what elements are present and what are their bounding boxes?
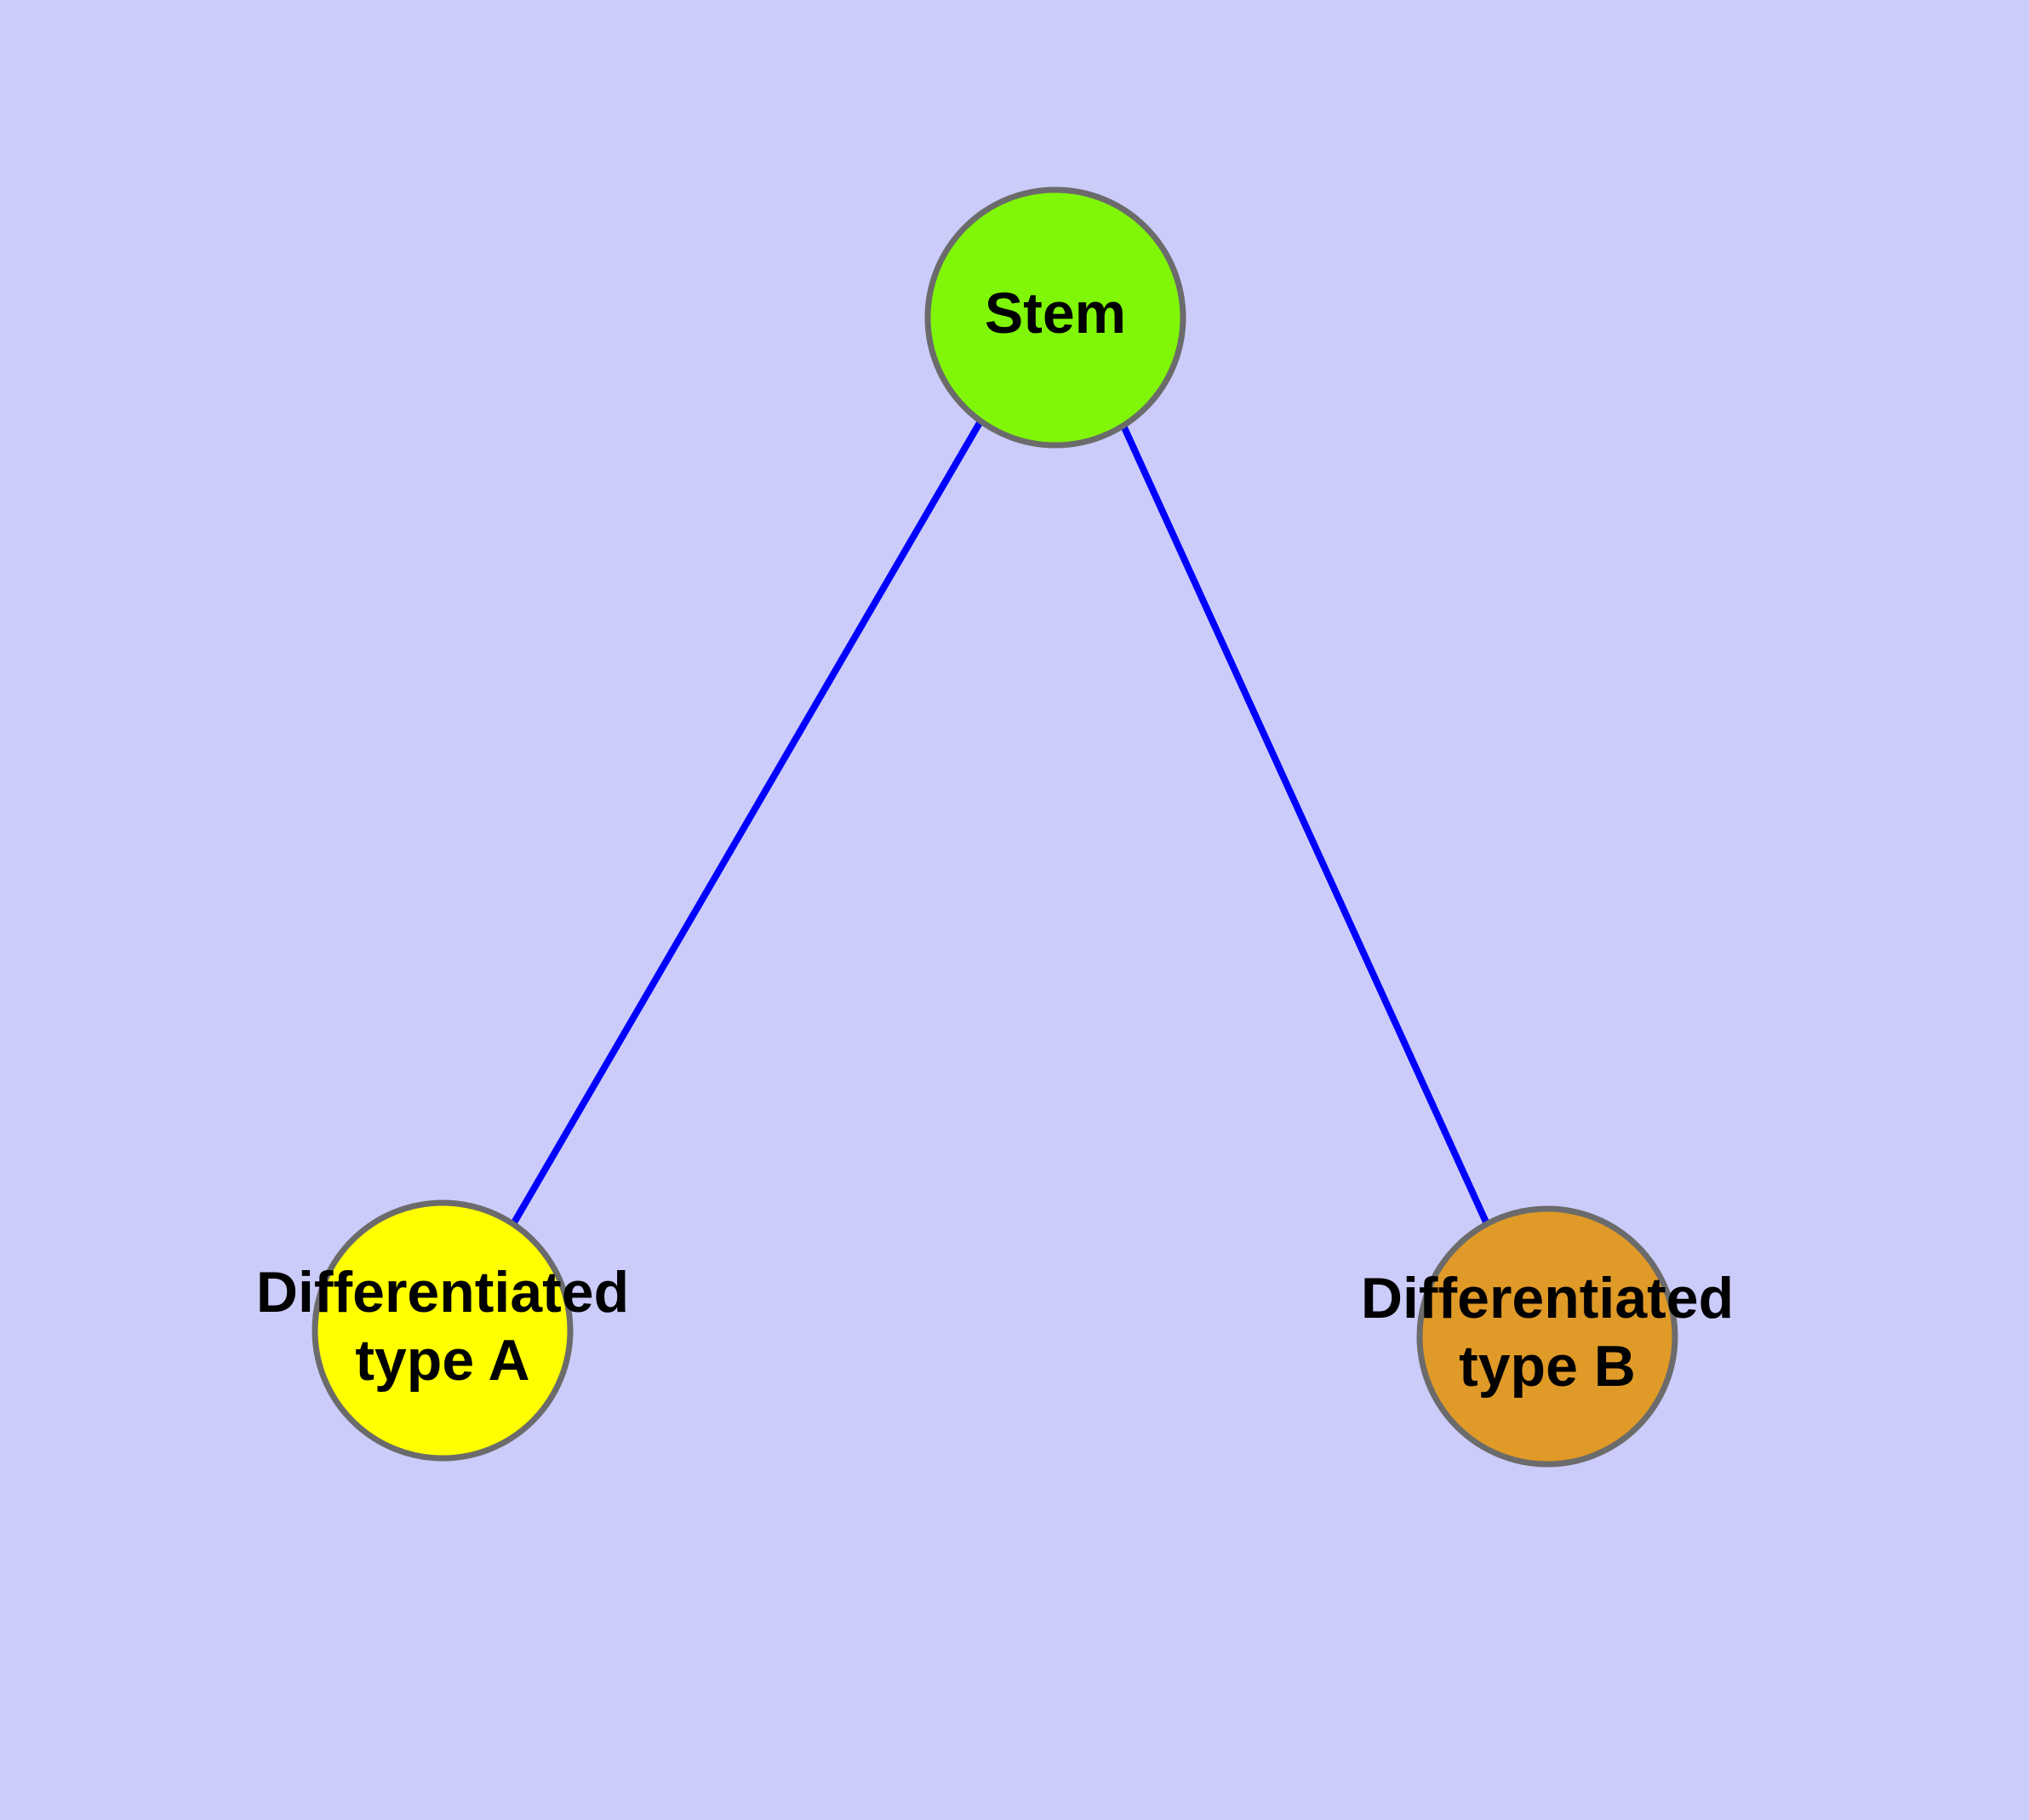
node-label-stem: Stem — [985, 281, 1126, 346]
node-circle-diff_a[interactable] — [311, 1199, 574, 1462]
edge-stem-to-diff-a[interactable] — [510, 419, 984, 1227]
node-label-line: Differentiated — [256, 1260, 629, 1325]
node-label-line: Differentiated — [1361, 1266, 1734, 1331]
node-label-line: Stem — [985, 281, 1126, 346]
node-stem[interactable]: Stem — [924, 186, 1186, 449]
node-label-line: type A — [355, 1328, 529, 1393]
node-label-line: type B — [1459, 1334, 1636, 1399]
node-circle-diff_b[interactable] — [1416, 1205, 1678, 1468]
edges-layer — [510, 419, 1491, 1228]
node-circle-stem[interactable] — [924, 186, 1186, 449]
edge-stem-to-diff-b[interactable] — [1120, 424, 1491, 1228]
